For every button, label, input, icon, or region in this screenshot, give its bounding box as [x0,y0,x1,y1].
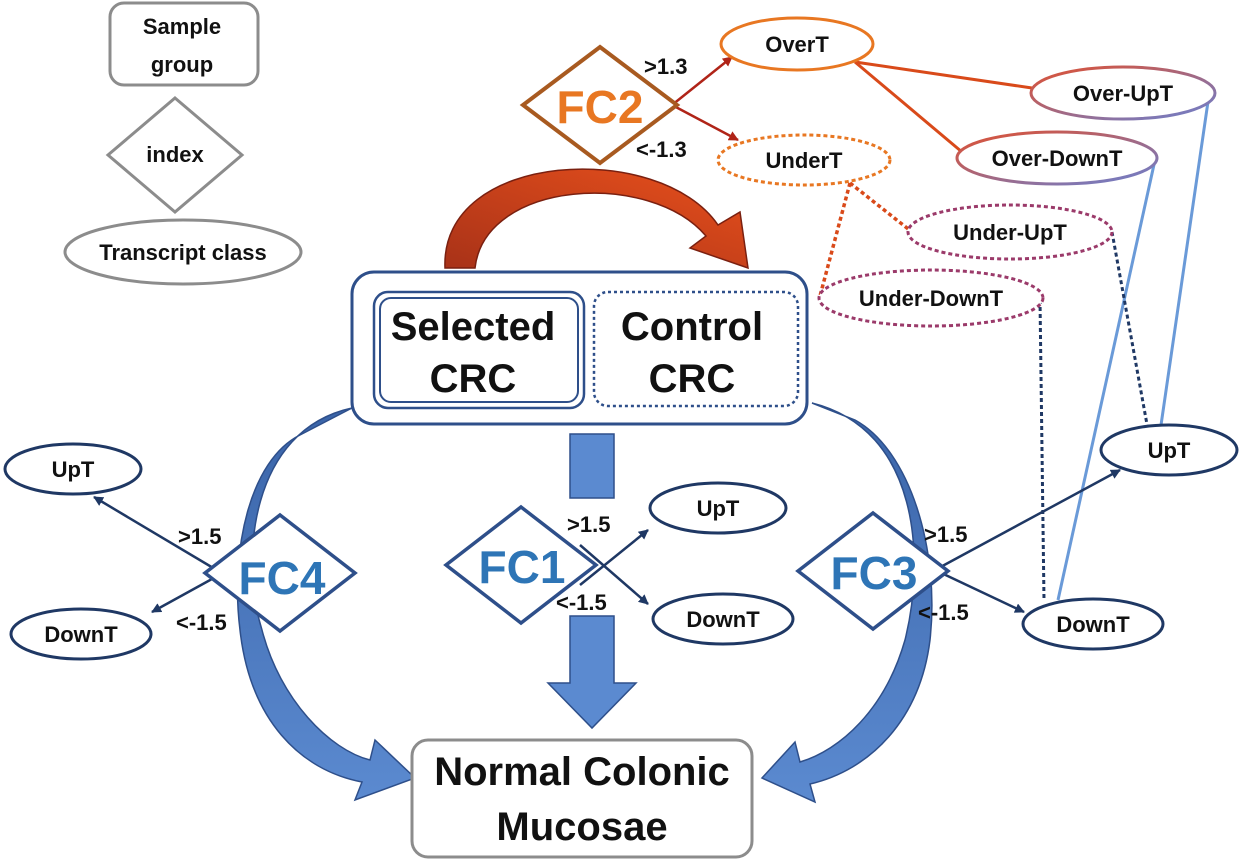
over-downt-ellipse [955,130,1159,186]
fc1-down-arrow [579,544,649,605]
fc2-group: FC2 >1.3 <-1.3 OverT UnderT Over-UpT Ove… [519,16,1217,328]
fc2-up-arrow [671,56,733,106]
selected-crc-box-outer [372,290,586,410]
under-downt-ellipse [817,268,1045,328]
legend-sample-group-box [108,1,260,87]
legend-sample-group-line1: Sample [143,14,221,39]
crc-outer-box [350,270,809,426]
fc2-curve-arrow [444,168,749,270]
center-arrow-head [546,615,638,730]
line-overt-over-upt [854,60,1033,90]
overt-label: OverT [765,32,829,57]
fc2-diamond [519,44,681,166]
undert-label: UnderT [766,148,844,173]
fc3-up-arrow [934,468,1121,572]
fc3-group: FC3 >1.5 <-1.5 UpT DownT [795,423,1239,651]
fc1-up-arrow [579,529,649,586]
line-undert-under-upt [848,181,914,234]
line-over-downt-downt [1056,159,1157,601]
fc1-label: FC1 [479,541,566,593]
under-upt-ellipse [906,203,1114,261]
fc1-upt-label: UpT [697,496,740,521]
over-upt-label: Over-UpT [1073,81,1174,106]
fc3-down-arrow [934,568,1025,614]
center-arrow-stem [569,433,615,499]
fc1-downt-label: DownT [686,607,760,632]
legend: Sample group index Transcript class [63,1,303,286]
overt-ellipse [719,16,875,72]
over-downt-label: Over-DownT [992,146,1123,171]
selected-crc-box-inner [379,297,579,403]
fc4-up-threshold: >1.5 [178,524,221,549]
fc4-diamond [202,512,358,634]
over-upt-ellipse [1029,65,1217,121]
fc1-downt-ellipse [651,592,795,646]
control-crc-line1: Control [621,305,763,349]
fc2-down-threshold: <-1.3 [636,137,687,162]
legend-index-diamond [105,96,245,214]
line-under-downt-downt [1038,299,1046,601]
fc4-downt-ellipse [9,607,153,661]
undert-ellipse [716,133,892,187]
legend-index-label: index [146,142,204,167]
fc4-upt-ellipse [3,442,143,496]
selected-crc-line1: Selected [391,305,556,349]
fc1-down-threshold: <-1.5 [556,590,607,615]
normal-mucosae-line2: Mucosae [496,805,667,849]
fc3-upt-label: UpT [1148,438,1191,463]
fc3-up-threshold: >1.5 [924,522,967,547]
fc3-down-threshold: <-1.5 [918,600,969,625]
under-downt-label: Under-DownT [859,286,1004,311]
line-undert-under-downt [818,182,852,297]
fc1-up-threshold: >1.5 [567,512,610,537]
fc4-upt-label: UpT [52,457,95,482]
fc4-down-threshold: <-1.5 [176,610,227,635]
fc2-down-arrow [671,103,739,142]
legend-sample-group-line2: group [151,52,213,77]
crc-box: Selected CRC Control CRC [350,270,809,426]
legend-transcript-class-ellipse [63,218,303,286]
fc4-downt-label: DownT [44,622,118,647]
line-under-upt-upt [1110,231,1150,431]
fc2-up-threshold: >1.3 [644,54,687,79]
fc4-group: FC4 >1.5 <-1.5 UpT DownT [3,442,358,661]
control-crc-line2: CRC [649,357,736,401]
selected-crc-line2: CRC [430,357,517,401]
fc1-diamond [443,504,599,626]
fc3-label: FC3 [831,547,918,599]
fc1-group: FC1 >1.5 <-1.5 UpT DownT [443,481,795,646]
control-crc-box [592,290,800,408]
fc4-label: FC4 [239,552,326,604]
normal-mucosae-line1: Normal Colonic [434,750,730,794]
line-over-upt-upt [1158,87,1212,433]
normal-mucosae-box [410,738,754,859]
fc2-label: FC2 [557,81,644,133]
connectors [818,60,1212,601]
legend-transcript-class-label: Transcript class [99,240,267,265]
fc4-up-arrow [93,495,231,580]
fc3-diamond [795,510,951,632]
line-overt-over-downt [854,60,963,154]
fc3-downt-ellipse [1021,597,1165,651]
fc3-downt-label: DownT [1056,612,1130,637]
under-upt-label: Under-UpT [953,220,1067,245]
fc3-upt-ellipse [1099,423,1239,477]
fc1-upt-ellipse [648,481,788,535]
flow-arrows [236,168,933,804]
normal-mucosae: Normal Colonic Mucosae [410,738,754,859]
